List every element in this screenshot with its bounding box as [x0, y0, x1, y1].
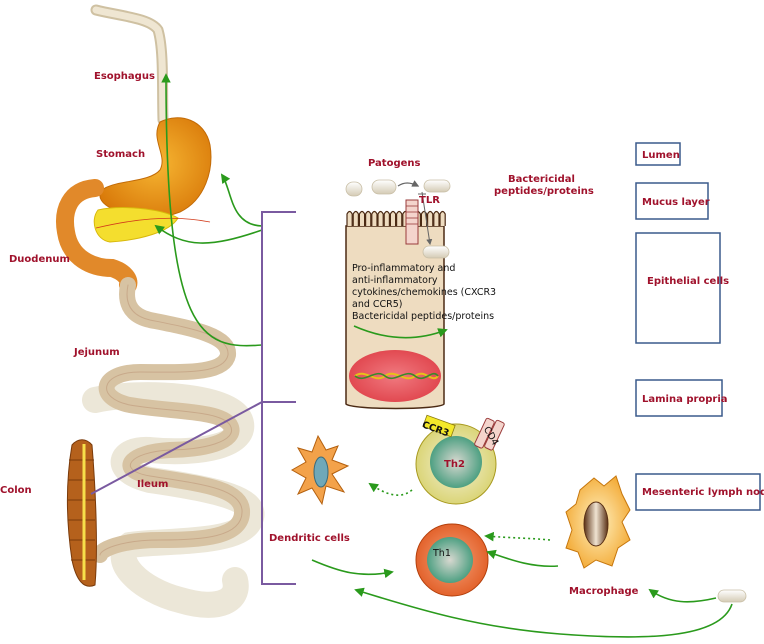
epi-line-3: cytokines/chemokines (CXCR3 — [352, 287, 496, 298]
label-bactericidal-2: peptides/proteins — [494, 186, 594, 197]
nucleus — [349, 350, 441, 402]
macrophage — [565, 475, 631, 569]
microvillus — [377, 210, 384, 226]
dendritic-arrow — [368, 482, 413, 496]
jejunum-loops — [92, 277, 250, 563]
legend-epithelial: Epithelial cells — [647, 276, 729, 287]
label-tlr: TLR — [419, 195, 440, 206]
gut-anatomy — [56, 4, 265, 618]
gut-green-arrows — [154, 73, 263, 347]
microvillus — [389, 210, 397, 226]
stomach-shape — [99, 117, 212, 218]
legend-lamina: Lamina propria — [642, 394, 728, 405]
microvillus — [383, 210, 390, 226]
legend-box-lamina — [635, 379, 723, 417]
legend — [635, 142, 761, 511]
label-macrophage: Macrophage — [569, 586, 639, 597]
label-th2: Th2 — [444, 459, 465, 470]
label-ileum: Ileum — [137, 479, 168, 490]
microvillus — [371, 210, 378, 226]
th2-cell — [415, 414, 505, 505]
microvillus — [365, 210, 372, 226]
purple-bracket — [90, 211, 296, 585]
dendritic-cell — [290, 434, 350, 506]
epi-line-4: and CCR5) — [352, 299, 403, 310]
label-stomach: Stomach — [96, 149, 145, 160]
microvillus — [433, 210, 440, 226]
legend-lumen: Lumen — [642, 150, 680, 161]
legend-box-mucus — [635, 182, 709, 220]
pathogen-bottom — [717, 589, 747, 603]
microvilli — [346, 210, 446, 226]
epithelial-text: Pro-inflammatory and anti-inflammatory c… — [352, 263, 496, 322]
legend-box-lumen — [635, 142, 681, 166]
label-patogens: Patogens — [368, 158, 421, 169]
th1-cell — [415, 523, 489, 597]
legend-box-lymph — [635, 473, 761, 511]
microvillus — [439, 210, 446, 226]
pancreas-shape — [93, 207, 179, 243]
epi-line-2: anti-inflammatory — [352, 275, 438, 286]
epi-line-5: Bactericidal peptides/proteins — [352, 311, 494, 322]
microvillus — [352, 210, 359, 226]
label-bactericidal-1: Bactericidal — [508, 174, 575, 185]
legend-lymph: Mesenteric lymph node — [642, 487, 764, 498]
duodenum-shape — [56, 179, 138, 294]
microvillus — [427, 210, 434, 226]
microvillus — [346, 210, 353, 226]
cd4-receptor — [474, 417, 495, 449]
legend-box-epithelial — [635, 232, 721, 344]
tlr-receptor — [405, 199, 419, 245]
pathogens — [345, 179, 451, 197]
epi-line-1: Pro-inflammatory and — [352, 263, 455, 274]
label-th1: Th1 — [432, 548, 451, 559]
label-colon: Colon — [0, 485, 32, 496]
label-dendritic: Dendritic cells — [269, 533, 350, 544]
epithelial-cell — [345, 191, 450, 410]
label-duodenum: Duodenum — [9, 254, 70, 265]
microvillus — [396, 210, 403, 226]
label-esophagus: Esophagus — [94, 71, 155, 82]
label-jejunum: Jejunum — [73, 347, 120, 358]
legend-mucus: Mucus layer — [642, 197, 710, 208]
immune-green-arrows — [311, 531, 733, 638]
microvillus — [358, 210, 366, 226]
colon-shape — [67, 439, 97, 587]
